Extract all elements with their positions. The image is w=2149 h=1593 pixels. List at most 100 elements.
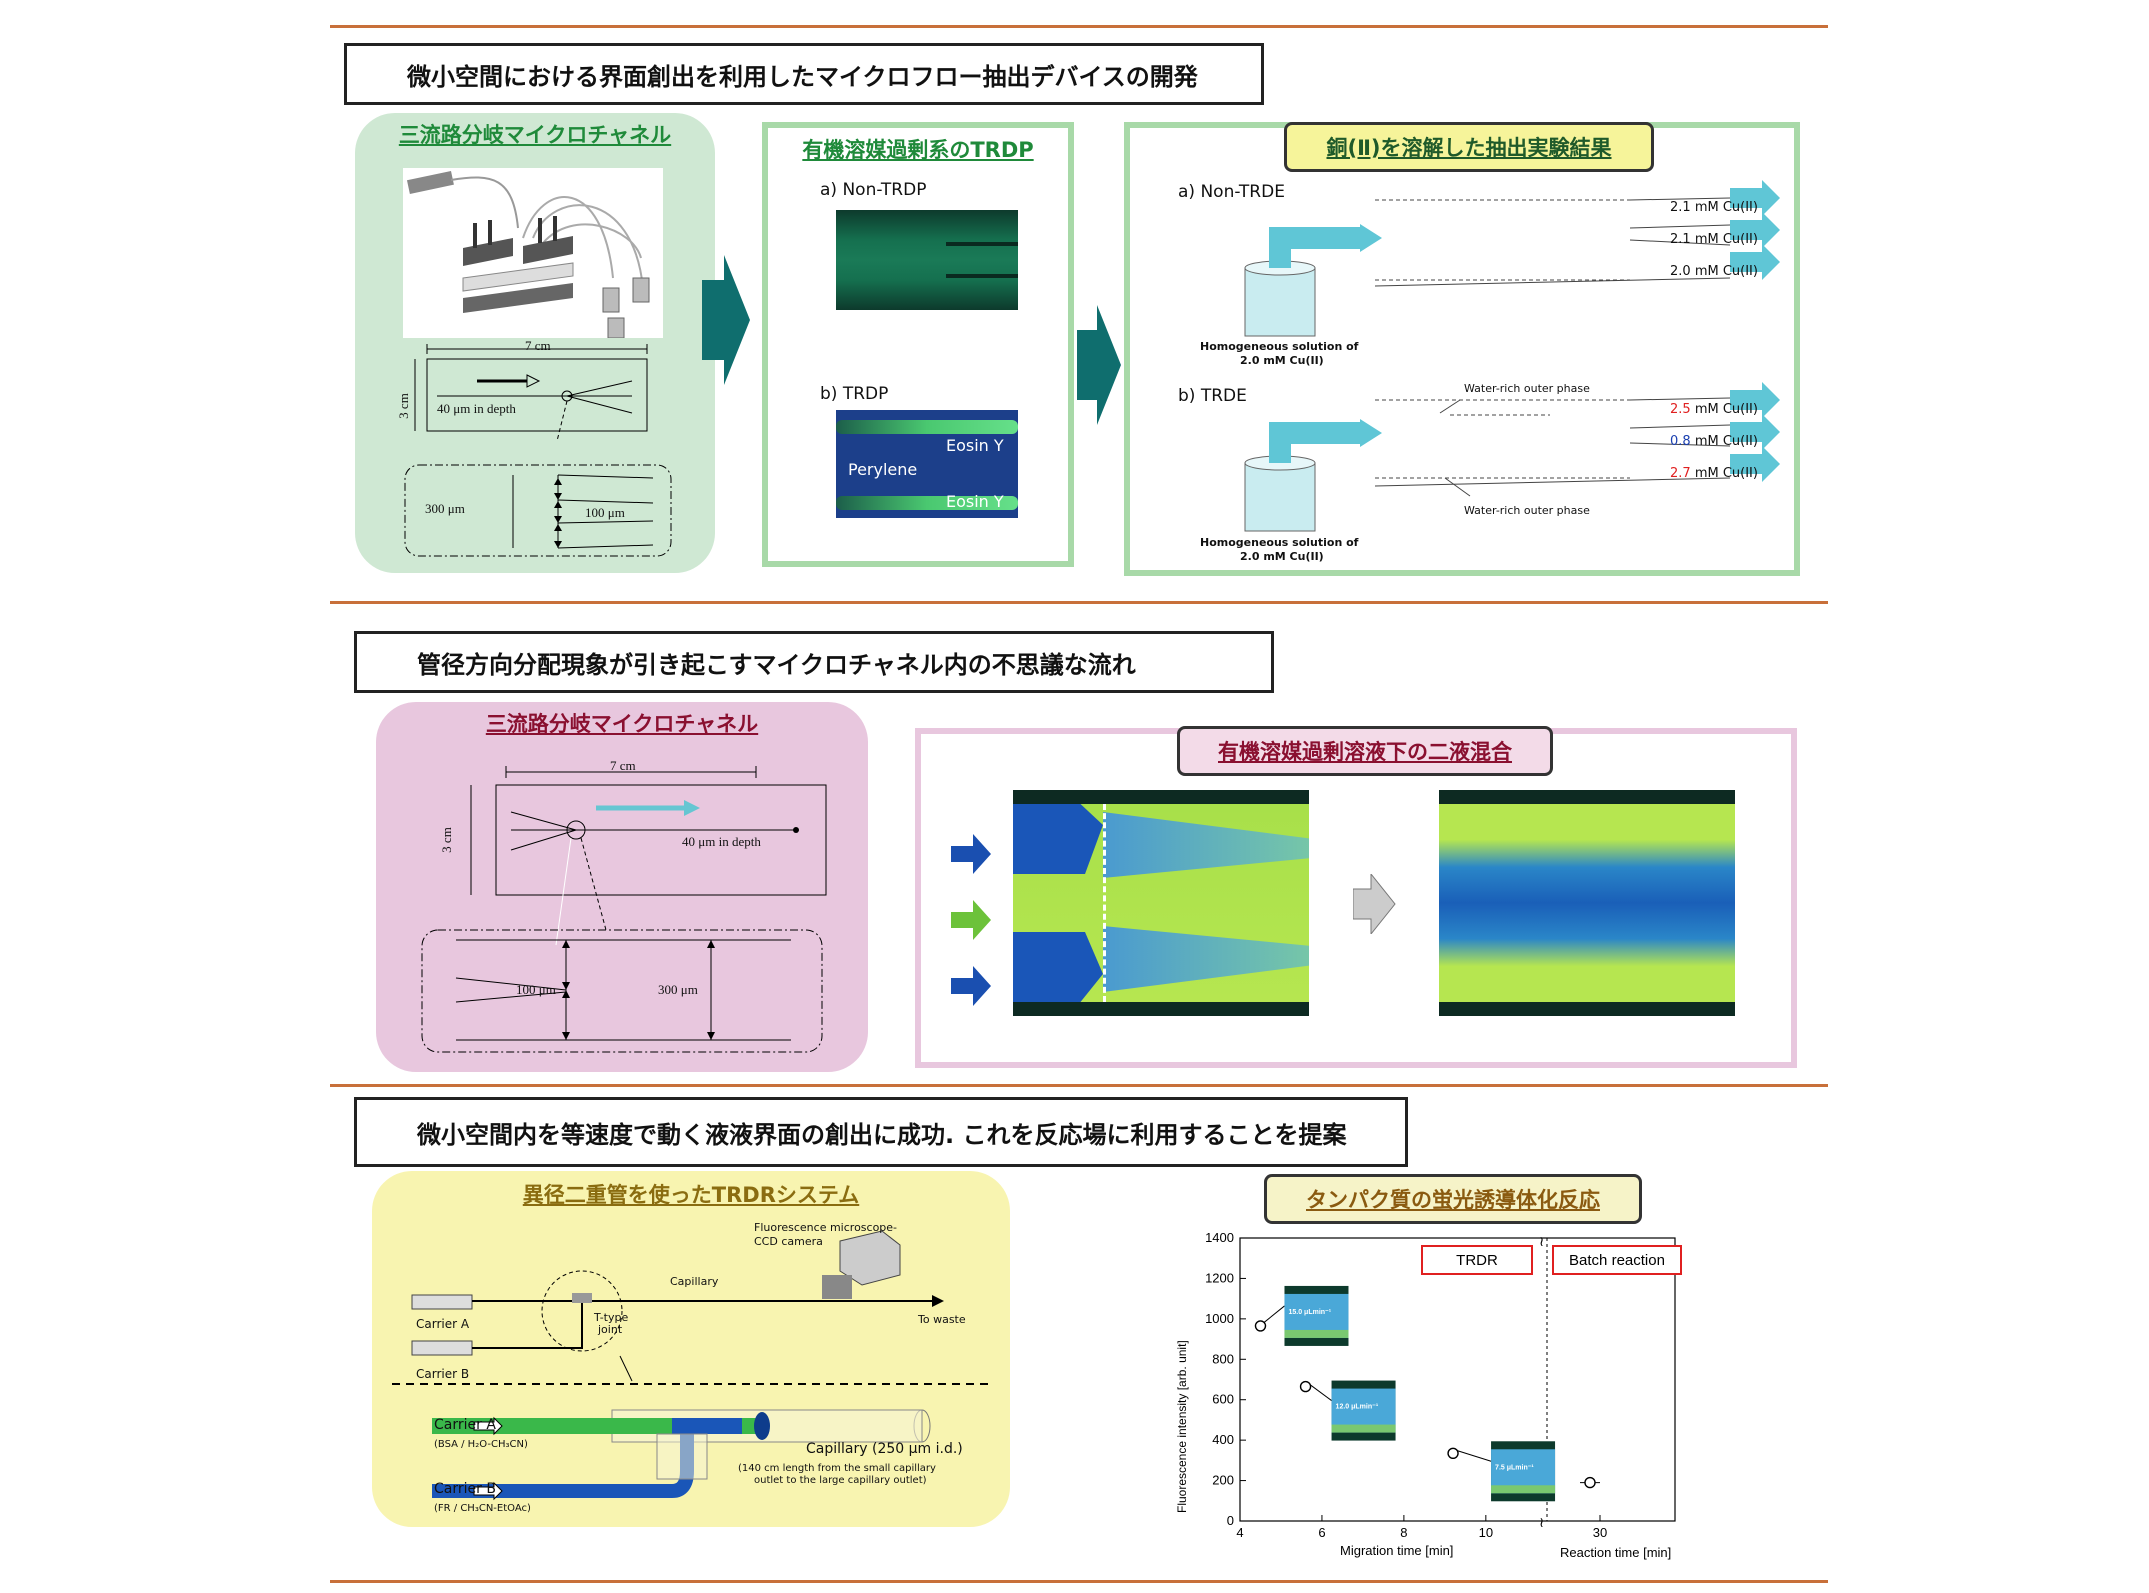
- a-result-1: 2.1 mM Cu(II): [1670, 200, 1758, 215]
- trdr-diagram: [392, 1230, 992, 1501]
- t-joint-label-1: T-type: [594, 1311, 629, 1324]
- section2-title: 管径方向分配現象が引き起こすマイクロチャネル内の不思議な流れ: [354, 631, 1274, 693]
- inset-flow-label: 15.0 μLmin⁻¹: [1288, 1309, 1331, 1316]
- inset-band: [1491, 1485, 1556, 1494]
- y-tick-label: 600: [1212, 1392, 1234, 1407]
- depth-label-2: 40 μm in depth: [682, 834, 761, 849]
- mixing-arrow: [1353, 874, 1396, 934]
- mixing-before-image: [1013, 790, 1309, 1016]
- inset-leader: [1263, 1305, 1285, 1324]
- flow-arrow-2: [1077, 305, 1121, 425]
- divider-bottom: [330, 1580, 1828, 1583]
- a-result-3: 2.0 mM Cu(II): [1670, 264, 1758, 279]
- dim-3cm-2: 3 cm: [438, 827, 454, 853]
- y-tick-label: 800: [1212, 1351, 1234, 1366]
- divider-top: [330, 25, 1828, 28]
- three-channel-title: 三流路分岐マイクロチャネル: [398, 123, 672, 147]
- dim-100um-2: 100 μm: [516, 982, 556, 997]
- b-result-2: 0.8 mM Cu(II): [1670, 434, 1758, 449]
- dim-3cm: 3 cm: [395, 393, 411, 419]
- cu-extraction-title: 銅(Ⅱ)を溶解した抽出実験結果: [1284, 122, 1654, 172]
- y-tick-label: 1400: [1205, 1230, 1234, 1245]
- trdr-point: [1447, 1447, 1459, 1459]
- y-tick-label: 200: [1212, 1473, 1234, 1488]
- cu-extraction-panel: 銅(Ⅱ)を溶解した抽出実験結果 a) Non-TRDE b) TRDE: [1124, 122, 1800, 576]
- device-illustration: [403, 168, 663, 338]
- inset-leader: [1455, 1449, 1492, 1462]
- trdr-system-panel: 異径二重管を使ったTRDRシステム Fluorescence microscop…: [372, 1171, 1010, 1527]
- trdp-title: 有機溶媒過剰系のTRDP: [802, 138, 1034, 162]
- carrier-a-small-label: Carrier A: [416, 1317, 470, 1331]
- y-tick-label: 0: [1227, 1513, 1234, 1528]
- inset-flow-label: 12.0 μLmin⁻¹: [1336, 1404, 1379, 1411]
- section1-title: 微小空間における界面創出を利用したマイクロフロー抽出デバイスの開発: [344, 43, 1264, 105]
- three-channel-panel: 三流路分岐マイクロチャネル 7 cm 3 cm 40 μm in: [355, 113, 715, 573]
- channel-schematic-2: [421, 766, 827, 1053]
- section2-title-text: 管径方向分配現象が引き起こすマイクロチャネル内の不思議な流れ: [417, 650, 1136, 679]
- x-tick-right-label: 30: [1593, 1525, 1607, 1540]
- a-result-2: 2.1 mM Cu(II): [1670, 232, 1758, 247]
- homog-a-line2: 2.0 mM Cu(II): [1240, 354, 1324, 367]
- axis-break-top: ≀: [1539, 1233, 1544, 1249]
- to-waste-label: To waste: [918, 1313, 966, 1326]
- section3-title-text: 微小空間内を等速度で動く液液界面の創出に成功. これを反応場に利用することを提案: [417, 1120, 1347, 1149]
- water-rich-top: Water-rich outer phase: [1464, 382, 1590, 395]
- perylene-label: Perylene: [848, 460, 918, 479]
- dim-7cm: 7 cm: [525, 338, 551, 353]
- b-result-1: 2.5 mM Cu(II): [1670, 402, 1758, 417]
- homog-a-line1: Homogeneous solution of: [1200, 340, 1359, 353]
- trdr-system-title: 異径二重管を使ったTRDRシステム: [522, 1183, 860, 1207]
- x-tick-label: 6: [1318, 1525, 1325, 1540]
- x-tick-label: 8: [1400, 1525, 1407, 1540]
- flow-rate-inset: 15.0 μLmin⁻¹: [1284, 1285, 1349, 1346]
- t-joint-label-2: joint: [598, 1323, 623, 1336]
- depth-label: 40 μm in depth: [437, 401, 516, 416]
- dim-300um: 300 μm: [425, 501, 465, 516]
- x-axis-label-right: Reaction time [min]: [1560, 1545, 1671, 1560]
- plot-frame: [1239, 1237, 1676, 1522]
- eosin-top-label: Eosin Y: [946, 436, 1004, 455]
- trdr-point: [1299, 1380, 1312, 1393]
- non-trdp-label: a) Non-TRDP: [820, 180, 927, 200]
- trdr-point: [1254, 1320, 1267, 1332]
- y-tick-label: 400: [1212, 1432, 1234, 1447]
- trdp-panel: 有機溶媒過剰系のTRDP a) Non-TRDP b) TRDP Eosin Y…: [762, 122, 1074, 567]
- legend-batch-label: Batch reaction: [1569, 1252, 1665, 1269]
- carrier-b-label: Carrier B: [434, 1481, 496, 1497]
- axis-break-bottom: ≀: [1539, 1514, 1544, 1530]
- carrier-b-small-label: Carrier B: [416, 1367, 470, 1381]
- inset-flow-label: 7.5 μLmin⁻¹: [1495, 1464, 1534, 1471]
- section3-title: 微小空間内を等速度で動く液液界面の創出に成功. これを反応場に利用することを提案: [354, 1097, 1408, 1167]
- dim-7cm-2: 7 cm: [610, 758, 636, 773]
- b-result-3: 2.7 mM Cu(II): [1670, 466, 1758, 481]
- mixing-after-image: [1439, 790, 1735, 1016]
- flow-rate-inset: 12.0 μLmin⁻¹: [1331, 1380, 1396, 1441]
- capillary-note-2: outlet to the large capillary outlet): [754, 1475, 927, 1486]
- x-tick-label: 4: [1236, 1525, 1243, 1540]
- legend-trdr-box: [1421, 1245, 1533, 1275]
- legend-batch-box: [1552, 1245, 1682, 1275]
- eosin-bottom-label: Eosin Y: [946, 492, 1004, 511]
- trdp-label: b) TRDP: [820, 384, 889, 404]
- non-trde-label: a) Non-TRDE: [1178, 182, 1285, 202]
- divider-2: [330, 601, 1828, 604]
- cu-extraction-diagram: [1244, 180, 1780, 532]
- legend-trdr-label: TRDR: [1456, 1252, 1498, 1269]
- camera-label-1: Fluorescence microscope-: [754, 1221, 898, 1234]
- carrier-b-sub: (FR / CH₃CN-EtOAc): [434, 1503, 531, 1514]
- two-liquid-mixing-title: 有機溶媒過剰溶液下の二液混合: [1177, 726, 1553, 776]
- flow-arrow-1: [702, 255, 750, 385]
- carrier-a-label: Carrier A: [434, 1417, 496, 1433]
- channel-schematic: [414, 344, 648, 441]
- inlet-arrows: [951, 834, 991, 1006]
- three-channel-title-2: 三流路分岐マイクロチャネル: [485, 712, 759, 736]
- capillary-big-label: Capillary (250 μm i.d.): [806, 1441, 963, 1457]
- trde-label: b) TRDE: [1178, 386, 1247, 406]
- y-axis-label: Fluorescence intensity [arb. unit]: [1175, 1340, 1189, 1513]
- three-channel-panel-2: 三流路分岐マイクロチャネル 7 cm 3 cm 40 μm in depth 1…: [376, 702, 868, 1072]
- inset-band: [1284, 1329, 1349, 1338]
- divider-3: [330, 1084, 1828, 1087]
- batch-point: [1584, 1476, 1596, 1489]
- y-tick-label: 1000: [1205, 1311, 1234, 1326]
